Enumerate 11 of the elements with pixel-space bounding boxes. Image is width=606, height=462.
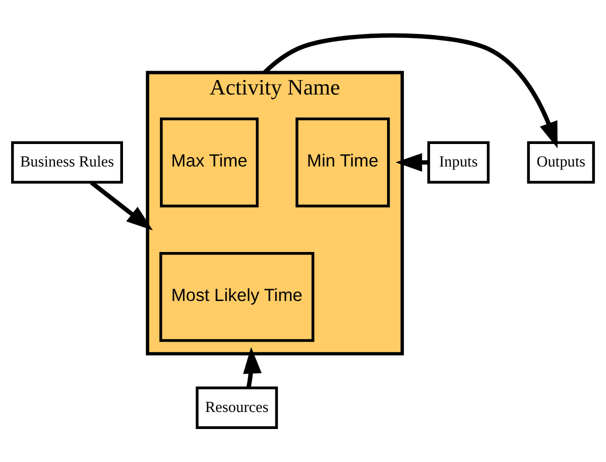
node-box: Min Time [296,117,390,207]
node-box: Outputs [527,140,595,184]
node-box: Most Likely Time [159,252,314,342]
arrow [396,152,429,172]
arrow [263,32,558,148]
node-box: Max Time [160,117,259,207]
node-box: Inputs [427,140,490,184]
arrow [243,346,262,388]
node-box: Business Rules [11,140,123,184]
arrow [90,180,153,230]
node-box: Resources [196,386,278,428]
